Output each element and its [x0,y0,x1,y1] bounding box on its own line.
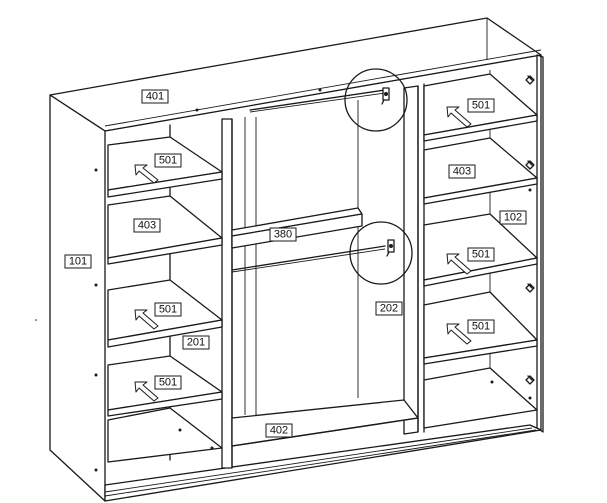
svg-text:501: 501 [472,249,490,261]
hanging-rail-middle [231,245,386,273]
svg-text:501: 501 [472,321,490,333]
hanging-rail-top [249,89,386,113]
push-arrow-icon-left-2 [134,309,159,330]
hinge-clips [525,75,535,385]
part-label-501-right-3: 501 [467,319,495,334]
left-shelves [107,136,223,463]
svg-text:403: 403 [453,166,471,178]
part-label-501-right-1: 501 [467,98,495,113]
part-label-101: 101 [64,254,92,269]
right-side-panel [536,54,544,433]
svg-text:380: 380 [274,229,292,241]
dowel-dots [35,88,532,472]
push-arrow-icon-right-2 [446,253,472,275]
svg-text:202: 202 [380,303,398,315]
svg-text:402: 402 [270,425,288,437]
part-label-403-right: 403 [448,164,476,179]
svg-text:501: 501 [159,377,177,389]
push-arrow-icon-left-3 [134,381,159,402]
part-label-202: 202 [375,301,403,316]
svg-text:101: 101 [69,256,87,268]
bottom-panel [231,399,419,447]
part-label-102: 102 [499,210,527,225]
part-label-201: 201 [182,335,210,350]
rail-shelf [231,207,363,249]
part-label-402: 402 [265,423,293,438]
detail-circle-top [344,68,408,132]
part-label-401: 401 [141,89,169,104]
part-label-501-right-2: 501 [467,247,495,262]
part-label-403-left: 403 [133,218,161,233]
middle-partition-left [221,118,233,469]
push-arrow-icon-left-1 [134,164,159,184]
left-side-panel [49,94,106,502]
svg-text:102: 102 [504,212,522,224]
svg-text:501: 501 [159,155,177,167]
detail-circle-middle [349,221,413,285]
svg-text:501: 501 [159,304,177,316]
push-arrow-icon-right-1 [446,106,472,128]
part-label-501-left-3: 501 [154,375,182,390]
wardrobe-carcass [49,17,544,502]
part-label-380: 380 [269,227,297,242]
svg-text:401: 401 [146,91,164,103]
svg-text:501: 501 [472,100,490,112]
part-label-501-left-2: 501 [154,302,182,317]
part-label-501-left-1: 501 [154,153,182,168]
svg-text:403: 403 [138,220,156,232]
svg-text:201: 201 [187,337,205,349]
push-arrow-icon-right-3 [446,323,472,345]
